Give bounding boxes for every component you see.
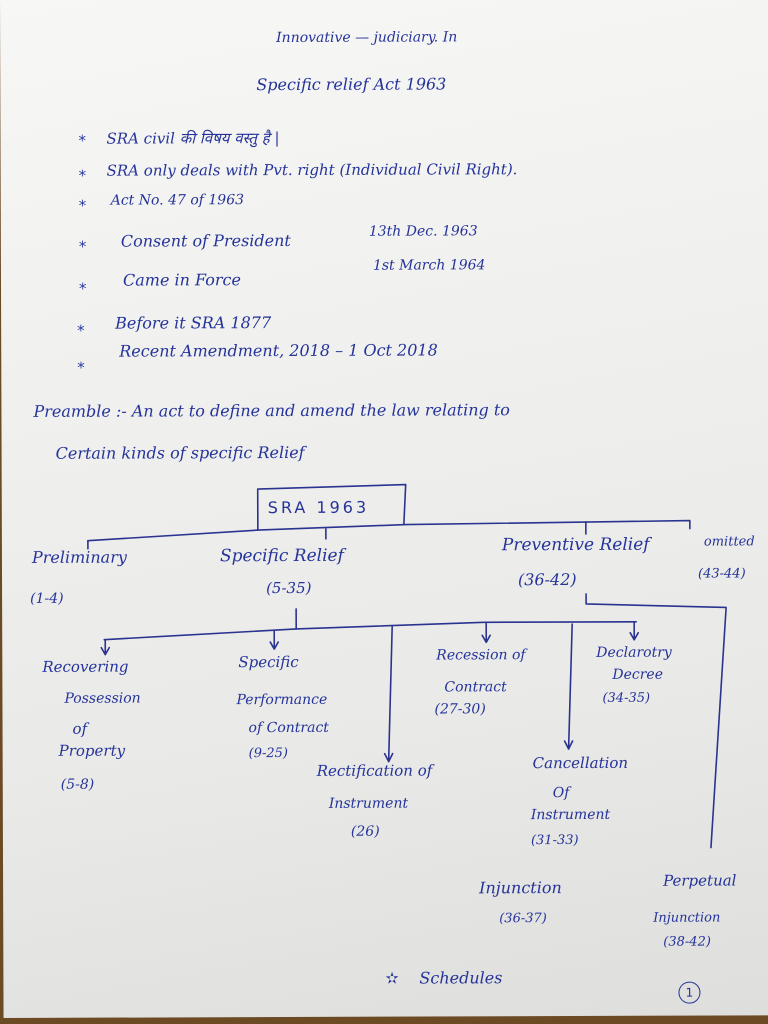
page-title: Specific relief Act 1963	[256, 74, 447, 95]
node-preventive-relief-sections: (36-42)	[517, 569, 577, 590]
bullet-icon: *	[77, 358, 85, 377]
page-number: 1	[678, 981, 701, 1004]
fact-item: Act No. 47 of 1963	[110, 192, 245, 209]
node-preventive-relief: Preventive Relief	[501, 534, 650, 556]
bullet-icon: *	[78, 196, 87, 215]
preamble-line-2: Certain kinds of specific Relief	[55, 442, 305, 463]
fact-item: SRA only deals with Pvt. right (Individu…	[106, 160, 518, 180]
fact-item: Before it SRA 1877	[115, 313, 272, 333]
preamble-line-1: Preamble :- An act to define and amend t…	[33, 400, 510, 421]
fact-value: 1st March 1964	[372, 257, 486, 274]
fact-label: Came in Force	[122, 270, 241, 290]
star-icon: ✫	[385, 968, 399, 988]
bullet-icon: *	[78, 166, 87, 185]
tree-root: SRA 1963	[267, 497, 370, 518]
node-specific-relief-sections: (5-35)	[266, 578, 312, 598]
fact-item: SRA civil की विषय वस्तु है |	[106, 129, 280, 148]
node-preliminary: Preliminary	[31, 547, 127, 567]
bullet-icon: *	[77, 321, 85, 340]
bullet-icon: *	[78, 237, 87, 256]
fact-item: Recent Amendment, 2018 – 1 Oct 2018	[119, 340, 438, 361]
node-preliminary-sections: (1-4)	[30, 590, 64, 607]
node-omitted-sections: (43-44)	[697, 566, 746, 582]
source-heading: Innovative — judiciary. In	[276, 29, 458, 47]
bullet-icon: *	[78, 279, 87, 298]
bullet-icon: *	[78, 131, 87, 150]
fact-label: Consent of President	[120, 230, 291, 251]
node-omitted: omitted	[703, 534, 755, 550]
fact-value: 13th Dec. 1963	[368, 223, 478, 240]
schedules-label: Schedules	[419, 968, 503, 988]
node-specific-relief: Specific Relief	[219, 545, 344, 567]
